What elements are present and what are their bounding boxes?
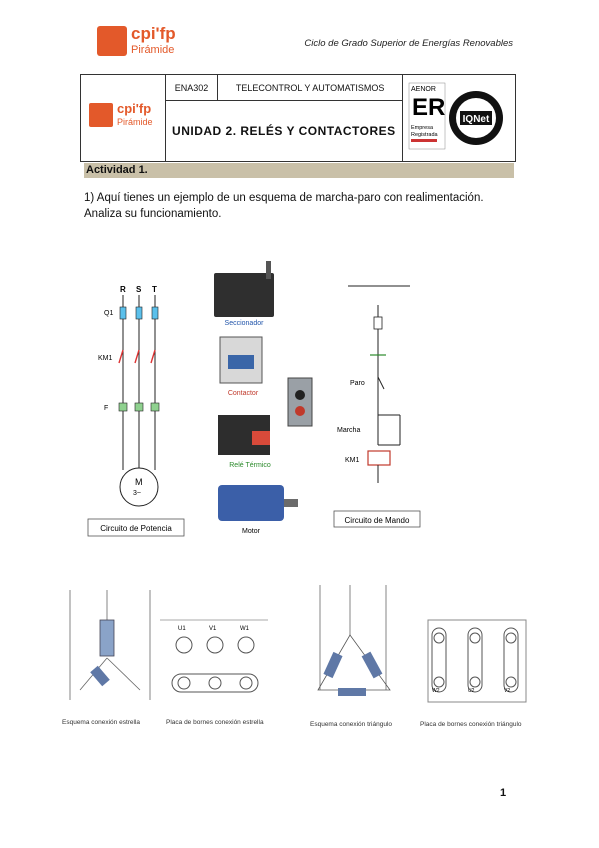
delta-caption: Esquema conexión triángulo — [310, 721, 392, 728]
module-name: TELECONTROL Y AUTOMATISMOS — [217, 73, 404, 102]
pushbutton-station-image — [287, 377, 313, 427]
cert1-text1: Empresa — [411, 125, 434, 131]
delta-diagram — [317, 585, 391, 696]
q1-label: Q1 — [104, 310, 113, 317]
power-circuit-caption: Circuito de Potencia — [100, 524, 172, 533]
motor-photo-label: Motor — [242, 528, 261, 535]
circuit-figure: R S T Q1 KM1 F M 3~ Circuito de Po — [87, 261, 421, 537]
terminal-w1: W1 — [240, 626, 250, 632]
phase-t-label: T — [152, 285, 157, 294]
cert2-mark: IQNet — [463, 114, 490, 125]
cert1-mark: ER — [412, 94, 445, 121]
control-circuit: Paro Marcha KM1 Circuito de Mando — [333, 285, 421, 528]
delta-plate-caption: Placa de bornes conexión triángulo — [420, 721, 522, 728]
cert1-text2: Registrada — [411, 132, 439, 138]
seccionador-image — [214, 273, 274, 317]
logo-icon — [97, 26, 127, 56]
phase-s-label: S — [136, 285, 142, 294]
activity-text: 1) Aquí tienes un ejemplo de un esquema … — [84, 192, 484, 220]
unit-title: UNIDAD 2. RELÉS Y CONTACTORES — [164, 100, 404, 162]
star-caption: Esquema conexión estrella — [62, 719, 140, 726]
motor-phase-label: 3~ — [133, 490, 141, 497]
logo-subtitle: Pirámide — [131, 44, 175, 56]
cert-cell: AENOR ER Empresa Registrada IQNet — [402, 74, 516, 162]
connection-figure: Esquema conexión estrella Placa de borne… — [62, 585, 527, 728]
star-plate — [160, 619, 268, 693]
cert-logos: AENOR ER Empresa Registrada IQNet — [408, 82, 504, 150]
table-logo: cpi'fp Pirámide — [89, 101, 159, 135]
header-org-line: Ciclo de Grado Superior de Energías Reno… — [304, 38, 513, 49]
motor-image — [218, 485, 284, 521]
terminal-v1: V1 — [209, 626, 217, 632]
logo-brand: cpi'fp — [117, 101, 152, 116]
motor-label: M — [135, 477, 143, 487]
contactor-label: Contactor — [228, 390, 259, 397]
control-circuit-caption: Circuito de Mando — [345, 516, 410, 525]
header-logo: cpi'fp Pirámide — [97, 24, 207, 60]
table-logo-cell: cpi'fp Pirámide — [80, 74, 166, 162]
page-number: 1 — [500, 787, 507, 799]
terminal-u2: U2 — [468, 688, 475, 694]
coil-label: KM1 — [345, 457, 360, 464]
info-table: cpi'fp Pirámide ENA302 TELECONTROL Y AUT… — [80, 73, 516, 162]
logo-subtitle: Pirámide — [117, 117, 153, 127]
terminal-w2: W2 — [432, 688, 440, 694]
component-photos: Seccionador Contactor Relé Térmico Motor — [214, 261, 313, 535]
cert1-top: AENOR — [411, 86, 436, 93]
power-circuit: R S T Q1 KM1 F M 3~ Circuito de Po — [87, 285, 185, 537]
paro-label: Paro — [350, 380, 365, 387]
star-diagram — [69, 590, 151, 700]
logo-brand: cpi'fp — [131, 24, 176, 43]
f-label: F — [104, 405, 108, 412]
seccionador-label: Seccionador — [225, 320, 265, 327]
delta-plate — [427, 619, 527, 703]
km1-label: KM1 — [98, 355, 113, 362]
terminal-u1: U1 — [178, 626, 186, 632]
terminal-v2: V2 — [504, 688, 510, 694]
phase-r-label: R — [120, 285, 126, 294]
rele-label: Relé Térmico — [229, 462, 271, 469]
star-plate-caption: Placa de bornes conexión estrella — [166, 719, 264, 726]
module-code: ENA302 — [164, 73, 219, 102]
marcha-label: Marcha — [337, 427, 360, 434]
activity-heading: Actividad 1. — [84, 163, 514, 178]
logo-icon — [89, 103, 113, 127]
